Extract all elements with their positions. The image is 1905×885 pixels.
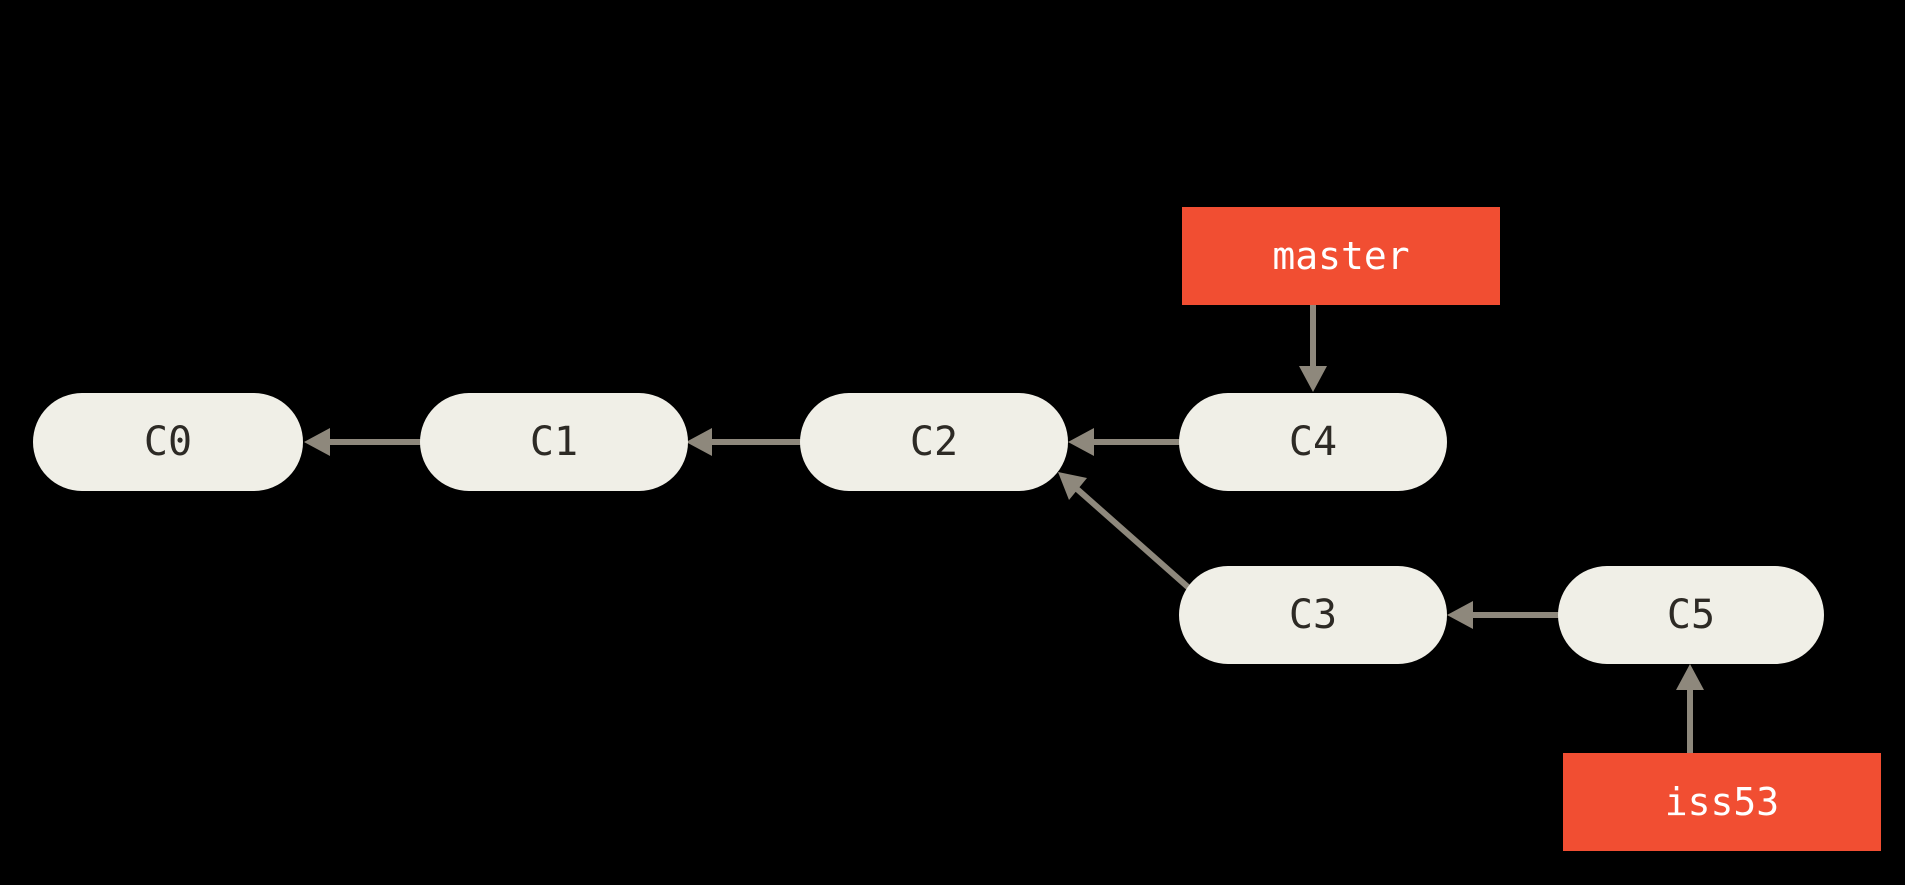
- commit-label-c2: C2: [909, 419, 959, 465]
- edge-iss53-to-c5: [1676, 664, 1704, 754]
- commit-node-c4: C4: [1179, 393, 1447, 491]
- branch-label-master-text: master: [1272, 234, 1410, 278]
- commit-node-c5: C5: [1558, 566, 1824, 664]
- commit-label-c0: C0: [143, 419, 193, 465]
- branch-label-iss53: iss53: [1563, 753, 1881, 851]
- commit-node-c0: C0: [33, 393, 303, 491]
- edge-c2-to-c1: [686, 428, 802, 456]
- edge-c1-to-c0: [304, 428, 424, 456]
- edge-c5-to-c3: [1447, 601, 1560, 629]
- edge-master-to-c4: [1299, 304, 1327, 392]
- branch-label-master: master: [1182, 207, 1500, 305]
- commit-label-c1: C1: [529, 419, 579, 465]
- edge-c4-to-c2: [1068, 428, 1181, 456]
- branch-label-iss53-text: iss53: [1664, 780, 1780, 824]
- commit-label-c5: C5: [1666, 592, 1716, 638]
- edge-c3-to-c2: [1058, 472, 1200, 599]
- commit-label-c3: C3: [1288, 592, 1338, 638]
- commit-node-c2: C2: [800, 393, 1068, 491]
- commit-node-c1: C1: [420, 393, 688, 491]
- commit-node-c3: C3: [1179, 566, 1447, 664]
- commit-label-c4: C4: [1288, 419, 1338, 465]
